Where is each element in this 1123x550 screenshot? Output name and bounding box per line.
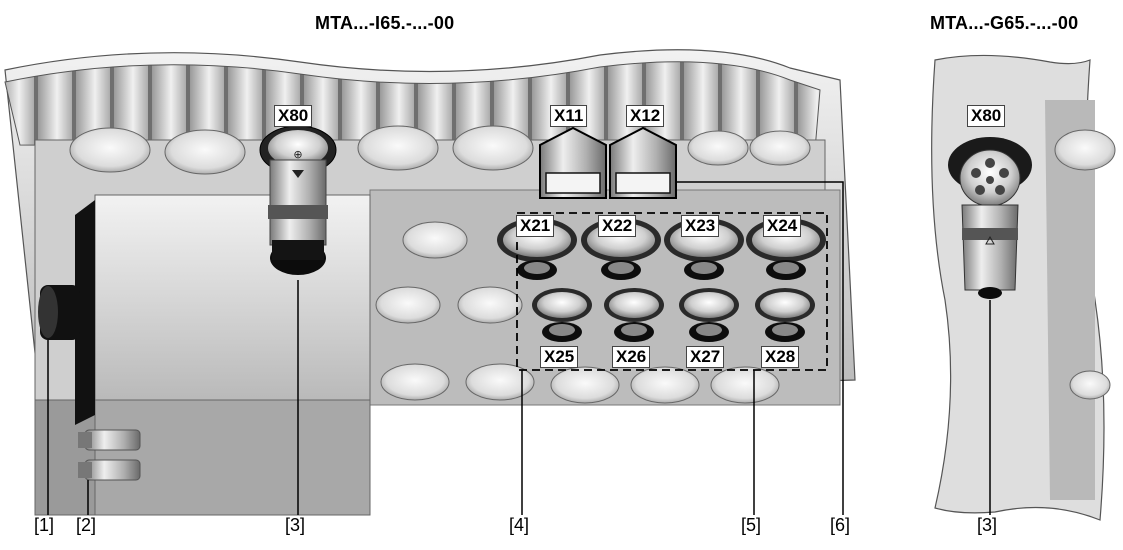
svg-text:⊕: ⊕ bbox=[293, 149, 302, 161]
x26-socket bbox=[604, 288, 664, 342]
side-bezel bbox=[75, 200, 95, 425]
label-x12: X12 bbox=[626, 105, 665, 127]
x80-connector-left: ⊕ bbox=[259, 125, 337, 275]
lower-plate bbox=[94, 399, 371, 516]
x25-socket bbox=[532, 288, 592, 342]
label-x27: X27 bbox=[686, 346, 725, 368]
label-x21: X21 bbox=[516, 215, 555, 237]
label-x28: X28 bbox=[761, 346, 800, 368]
label-x22: X22 bbox=[598, 215, 637, 237]
x28-socket bbox=[755, 288, 815, 342]
x12-connector bbox=[609, 126, 677, 199]
io-sockets bbox=[497, 218, 826, 342]
cable-glands-top bbox=[69, 125, 811, 175]
left-device: ⊕ bbox=[4, 49, 856, 516]
callout-3-right: [3] bbox=[977, 515, 998, 535]
x80-connector-right bbox=[948, 137, 1032, 299]
x27-socket bbox=[679, 288, 739, 342]
label-x24: X24 bbox=[763, 215, 802, 237]
label-x11: X11 bbox=[550, 105, 588, 127]
title-left-variant: MTA...-I65.-...-00 bbox=[315, 13, 455, 33]
cooling-ribs bbox=[4, 61, 821, 151]
label-x25: X25 bbox=[540, 346, 579, 368]
callout-4: [4] bbox=[509, 515, 530, 535]
label-x80-right: X80 bbox=[967, 105, 1006, 127]
callout-6: [6] bbox=[830, 515, 851, 535]
callout-1: [1] bbox=[34, 515, 55, 535]
callout-5: [5] bbox=[741, 515, 762, 535]
leader-lines bbox=[47, 181, 991, 515]
title-right-variant: MTA...-G65.-...-00 bbox=[930, 13, 1079, 33]
label-x23: X23 bbox=[681, 215, 720, 237]
callout-3-left: [3] bbox=[285, 515, 306, 535]
cable-glands-lower bbox=[375, 221, 780, 404]
x11-connector bbox=[539, 126, 607, 199]
plug-connectors bbox=[78, 429, 141, 481]
label-x80-left: X80 bbox=[274, 105, 313, 127]
right-device bbox=[931, 54, 1116, 521]
front-cover bbox=[94, 194, 371, 406]
label-x26: X26 bbox=[612, 346, 651, 368]
maintenance-switch bbox=[38, 285, 80, 340]
callout-2: [2] bbox=[76, 515, 97, 535]
